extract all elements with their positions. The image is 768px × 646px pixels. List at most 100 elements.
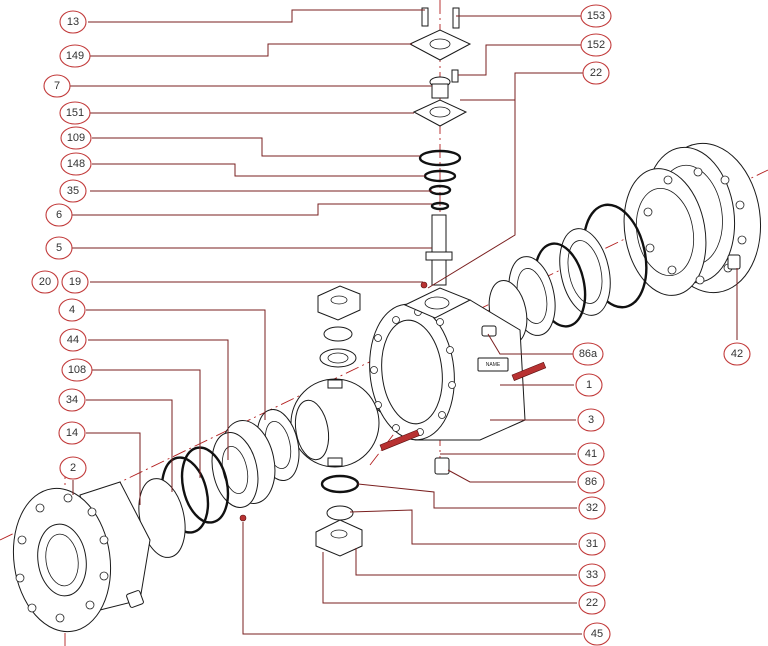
callout-label: 149 (66, 50, 84, 62)
callout-44: 44 (59, 328, 87, 352)
callout-108: 108 (61, 358, 93, 382)
callout-bubble (580, 33, 612, 57)
callout-bubble (577, 408, 605, 432)
callout-bubble (31, 270, 59, 294)
callout-20: 20 (31, 270, 59, 294)
callout-label: 35 (67, 185, 79, 197)
callout-bubble (60, 126, 92, 150)
callout-bubble (58, 388, 86, 412)
callout-22: 22 (578, 591, 606, 615)
callout-4: 4 (58, 298, 86, 322)
callout-bubble (59, 10, 87, 34)
callout-19: 19 (61, 270, 89, 294)
callout-label: 7 (54, 80, 60, 92)
callout-bubble (582, 61, 610, 85)
callout-41: 41 (577, 442, 605, 466)
callout-14: 14 (58, 421, 86, 445)
callout-bubble (43, 74, 71, 98)
callout-7: 7 (43, 74, 71, 98)
callout-label: 41 (585, 448, 597, 460)
callout-bubble (578, 591, 606, 615)
callout-label: 86a (579, 348, 598, 360)
callout-bubble (58, 298, 86, 322)
callout-label: 152 (587, 39, 605, 51)
callout-label: 32 (586, 502, 598, 514)
left-end-flange (12, 481, 151, 633)
right-end-flange (623, 142, 762, 296)
callout-label: 108 (68, 364, 86, 376)
callout-label: 22 (590, 67, 602, 79)
stem-stack (408, 7, 472, 289)
callout-2: 2 (59, 456, 87, 480)
nameplate-label: NAME (486, 362, 501, 368)
callout-label: 44 (67, 334, 79, 346)
callout-bubble (61, 270, 89, 294)
callout-86a: 86a (572, 342, 604, 366)
callout-151: 151 (59, 101, 91, 125)
callout-bubble (580, 4, 612, 28)
callout-bubble (583, 622, 611, 646)
callout-label: 5 (56, 242, 62, 254)
callout-label: 13 (67, 16, 79, 28)
callout-label: 20 (39, 276, 51, 288)
callout-45: 45 (583, 622, 611, 646)
callout-bubble (578, 496, 606, 520)
upper-trunnion (317, 285, 361, 368)
callout-109: 109 (60, 126, 92, 150)
callout-label: 14 (66, 427, 78, 439)
callout-label: 31 (586, 538, 598, 550)
callout-label: 109 (67, 132, 85, 144)
callout-bubble (61, 358, 93, 382)
callout-148: 148 (60, 152, 92, 176)
callout-3: 3 (577, 408, 605, 432)
callout-bubble (60, 152, 92, 176)
callout-bubble (59, 456, 87, 480)
callout-label: 34 (66, 394, 78, 406)
callout-35: 35 (59, 179, 87, 203)
callout-22: 22 (582, 61, 610, 85)
callout-152: 152 (580, 33, 612, 57)
ball (290, 378, 380, 468)
callout-86: 86 (577, 470, 605, 494)
callout-bubble (572, 342, 604, 366)
callout-bubble (59, 101, 91, 125)
callout-33: 33 (578, 563, 606, 587)
leader-lines (68, 9, 738, 635)
callout-bubble (723, 342, 751, 366)
callout-153: 153 (580, 4, 612, 28)
callout-42: 42 (723, 342, 751, 366)
callout-bubble (59, 328, 87, 352)
callout-label: 151 (66, 107, 84, 119)
callout-bubble (59, 44, 91, 68)
callout-label: 45 (591, 628, 603, 640)
callout-bubble (577, 442, 605, 466)
pins (379, 361, 547, 475)
callout-label: 22 (586, 597, 598, 609)
callout-bubble (578, 532, 606, 556)
callout-label: 153 (587, 10, 605, 22)
lower-trunnion (315, 474, 363, 557)
callout-label: 3 (588, 414, 594, 426)
callout-label: 19 (69, 276, 81, 288)
callout-31: 31 (578, 532, 606, 556)
callout-bubble (575, 373, 603, 397)
callout-label: 42 (731, 348, 743, 360)
callout-label: 86 (585, 476, 597, 488)
callout-13: 13 (59, 10, 87, 34)
callout-5: 5 (45, 236, 73, 260)
callout-bubble (58, 421, 86, 445)
callout-149: 149 (59, 44, 91, 68)
callout-6: 6 (45, 203, 73, 227)
callout-label: 4 (69, 304, 75, 316)
callout-bubble (577, 470, 605, 494)
callout-34: 34 (58, 388, 86, 412)
callout-label: 1 (586, 379, 592, 391)
callout-label: 2 (70, 462, 76, 474)
callout-1: 1 (575, 373, 603, 397)
left-seat-rings (138, 409, 300, 558)
callout-bubble (578, 563, 606, 587)
callout-32: 32 (578, 496, 606, 520)
callout-label: 33 (586, 569, 598, 581)
